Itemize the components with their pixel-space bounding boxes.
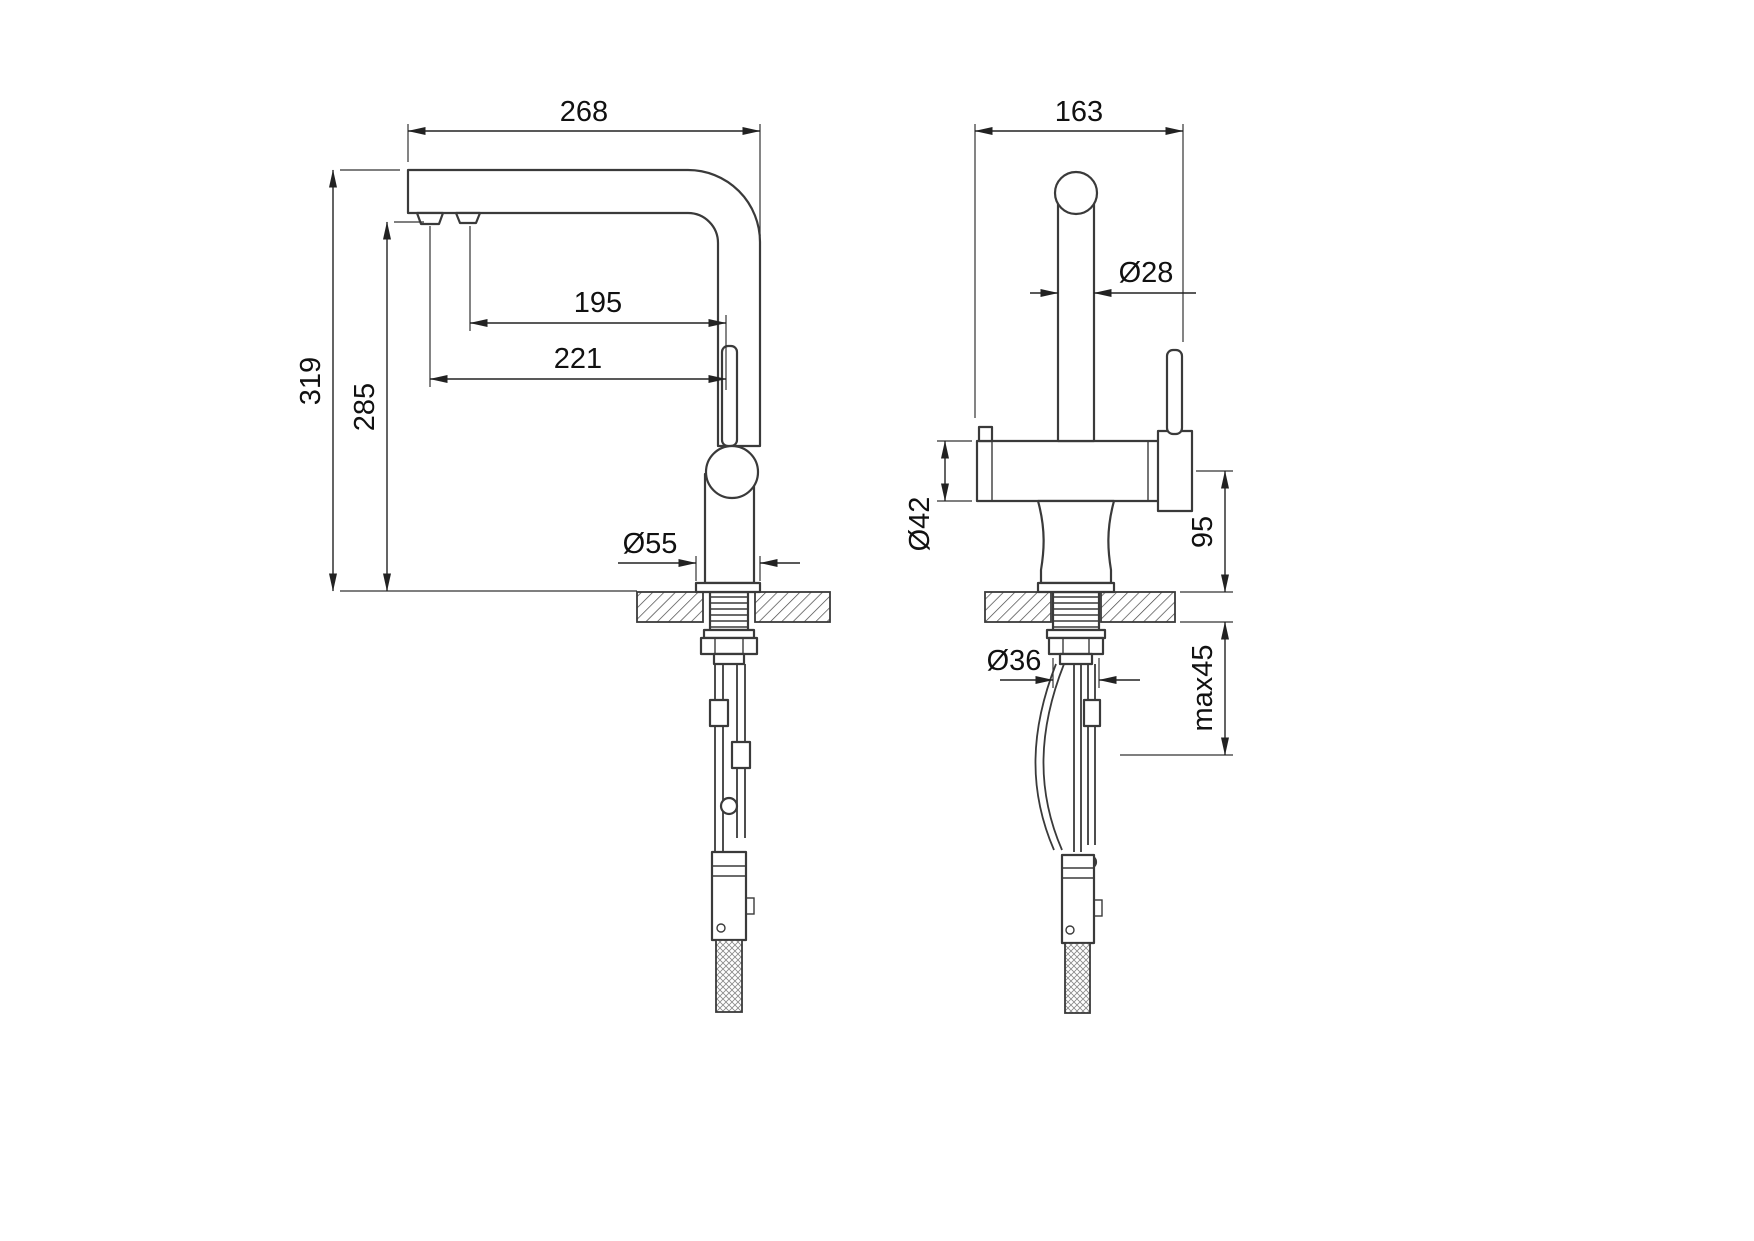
dimensions-side-view: 268 319 285 195 221 Ø55 bbox=[295, 96, 800, 592]
valve-cylinder bbox=[1156, 429, 1194, 513]
hose-connector-body bbox=[1060, 853, 1096, 945]
mounting-washer bbox=[1045, 628, 1107, 640]
dim-front-total-width-label: 163 bbox=[1055, 96, 1103, 128]
dim-front-outlet-height-label: 95 bbox=[1187, 516, 1219, 548]
dim-side-base-diameter-label: Ø55 bbox=[623, 528, 678, 560]
pivot-joint bbox=[704, 444, 760, 500]
shank-threads bbox=[1054, 596, 1098, 628]
aerator bbox=[415, 211, 445, 226]
dim-side-reach-outer-label: 221 bbox=[554, 343, 602, 375]
dim-front-max-thickness-label: max45 bbox=[1187, 644, 1219, 731]
shank-threads bbox=[711, 596, 747, 628]
mounting-nut bbox=[699, 636, 759, 656]
dim-side-reach-inner-label: 195 bbox=[574, 287, 622, 319]
dim-side-total-width-label: 268 bbox=[560, 96, 608, 128]
spout-pipe bbox=[1056, 194, 1096, 443]
dimensions-front-view: 163 Ø28 Ø42 95 Ø36 max45 bbox=[904, 96, 1233, 756]
mounting-nut bbox=[1047, 636, 1105, 656]
counter-hatch-right bbox=[754, 591, 831, 623]
supply-hoses bbox=[1034, 663, 1103, 1014]
supply-hoses bbox=[708, 664, 755, 1013]
shank-collar bbox=[712, 652, 746, 666]
pipe-top-cap bbox=[1053, 170, 1099, 216]
aerator bbox=[454, 211, 482, 225]
base-flange-front bbox=[1036, 581, 1116, 594]
base-flange-side bbox=[694, 581, 762, 594]
dim-side-spout-height-label: 285 bbox=[349, 383, 381, 431]
dim-front-body-diameter-label: Ø42 bbox=[904, 497, 936, 552]
side-view bbox=[406, 168, 831, 1013]
body-taper bbox=[1036, 499, 1116, 585]
mounting-washer bbox=[702, 628, 756, 640]
left-port-knob bbox=[977, 425, 994, 443]
hose-fitting bbox=[708, 698, 730, 728]
cross-body bbox=[975, 439, 1162, 503]
front-view bbox=[975, 170, 1194, 1014]
hose-fitting bbox=[730, 740, 752, 770]
braided-hose bbox=[1064, 942, 1091, 1014]
braided-hose bbox=[715, 939, 743, 1013]
counter-hatch-left bbox=[984, 591, 1052, 623]
shank-collar bbox=[1058, 652, 1094, 666]
handle-lever-side bbox=[720, 344, 739, 448]
dim-side-total-height-label: 319 bbox=[295, 357, 327, 405]
hose-fitting bbox=[1082, 698, 1102, 728]
handle-lever-front bbox=[1165, 348, 1184, 436]
dim-front-shank-diameter-label: Ø36 bbox=[987, 645, 1042, 677]
counter-hatch-right bbox=[1100, 591, 1176, 623]
dim-front-pipe-diameter-label: Ø28 bbox=[1119, 257, 1174, 289]
counter-hatch-left bbox=[636, 591, 704, 623]
hose-loop bbox=[719, 796, 739, 816]
